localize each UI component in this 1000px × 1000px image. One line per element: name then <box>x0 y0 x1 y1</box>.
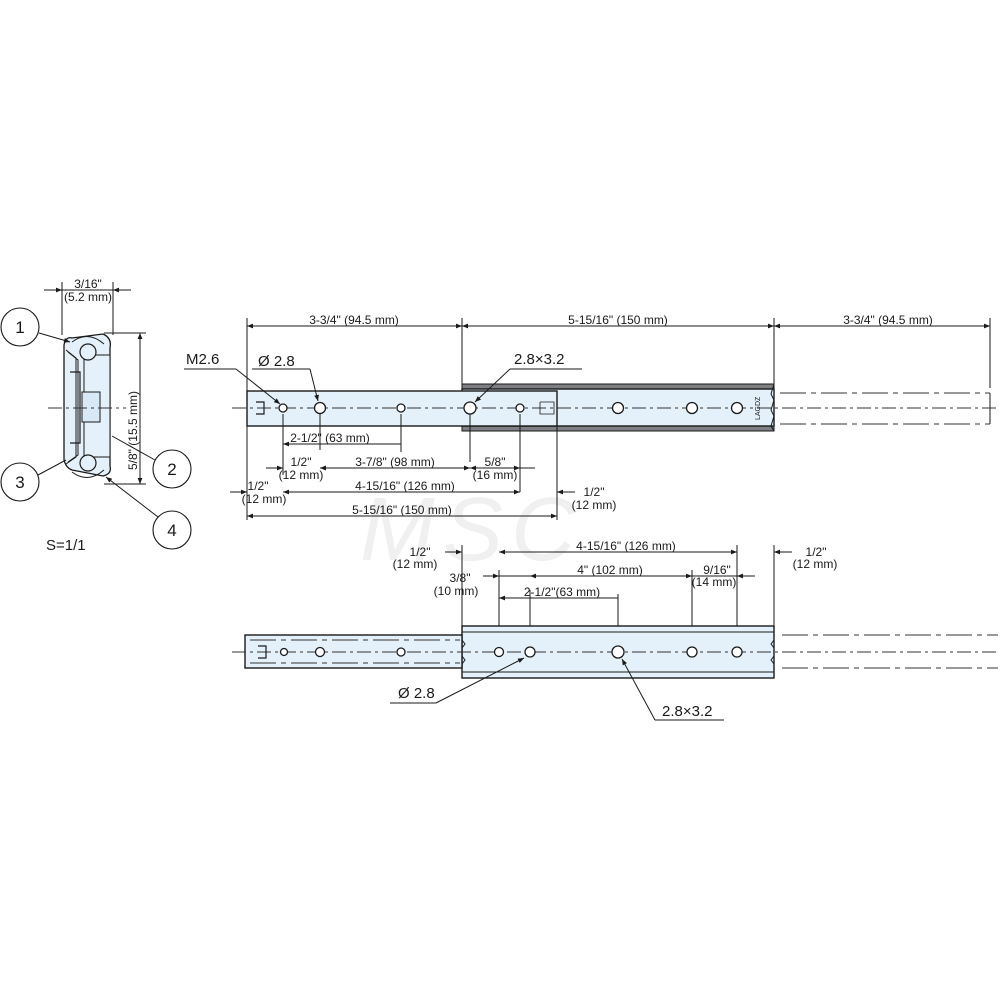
width-dim-mm: (5.2 mm) <box>64 290 112 304</box>
bottom-view: 1/2" (12 mm) 4-15/16" (126 mm) 1/2" (12 … <box>232 539 998 721</box>
svg-text:(12 mm): (12 mm) <box>393 557 438 571</box>
svg-text:1/2": 1/2" <box>291 455 312 469</box>
hole-round <box>313 401 327 415</box>
dim-slide-length: 5-15/16" (150 mm) <box>568 313 668 327</box>
svg-text:(12 mm): (12 mm) <box>793 557 838 571</box>
hole-slot <box>463 401 477 415</box>
svg-text:5/8": 5/8" <box>485 455 506 469</box>
callout-1: 1 <box>0 307 71 347</box>
svg-text:1/2": 1/2" <box>248 479 269 493</box>
callout-3: 3 <box>0 459 67 502</box>
top-view: 3-3/4" (94.5 mm) 5-15/16" (150 mm) 3-3/4… <box>184 313 998 520</box>
svg-text:(12 mm): (12 mm) <box>279 468 324 482</box>
svg-text:3/8": 3/8" <box>450 571 471 585</box>
callout-2: 2 <box>111 435 192 489</box>
svg-text:(16 mm): (16 mm) <box>473 468 518 482</box>
dim-right-extension: 3-3/4" (94.5 mm) <box>843 313 933 327</box>
dim-4-15-16-bottom: 4-15/16" (126 mm) <box>576 539 676 553</box>
label-m2-6: M2.6 <box>186 351 219 368</box>
svg-text:(12 mm): (12 mm) <box>572 498 617 512</box>
svg-text:(14 mm): (14 mm) <box>692 575 737 589</box>
label-round-hole-bottom: Ø 2.8 <box>398 685 435 702</box>
label-slot-hole: 2.8×3.2 <box>514 351 564 368</box>
svg-text:(10 mm): (10 mm) <box>434 584 479 598</box>
svg-text:3: 3 <box>15 473 24 492</box>
rail-marking: LAGDZ <box>755 396 762 420</box>
label-slot-hole-bottom: 2.8×3.2 <box>662 703 712 720</box>
width-dim-inch: 3/16" <box>74 277 102 291</box>
dim-3-7-8: 3-7/8" (98 mm) <box>355 455 435 469</box>
svg-text:1: 1 <box>15 318 24 337</box>
svg-text:1/2": 1/2" <box>410 545 431 559</box>
svg-text:1/2": 1/2" <box>806 545 827 559</box>
dim-left-extension: 3-3/4" (94.5 mm) <box>309 313 399 327</box>
callout-4: 4 <box>105 476 192 550</box>
svg-text:2: 2 <box>167 460 176 479</box>
scale-label: S=1/1 <box>46 537 86 554</box>
dim-2-1-2-bottom: 2-1/2"(63 mm) <box>524 585 600 599</box>
cross-section-view: 3/16" (5.2 mm) 5/8" (15.5 mm) 1 2 <box>0 277 192 554</box>
hole-m2-6 <box>278 403 288 413</box>
label-round-hole: Ø 2.8 <box>258 353 295 370</box>
dim-2-1-2: 2-1/2" (63 mm) <box>290 431 370 445</box>
dim-4-102: 4" (102 mm) <box>577 563 643 577</box>
dim-5-15-16: 5-15/16" (150 mm) <box>352 503 452 517</box>
svg-text:(12 mm): (12 mm) <box>242 492 287 506</box>
svg-text:1/2": 1/2" <box>584 485 605 499</box>
dim-4-15-16: 4-15/16" (126 mm) <box>355 479 455 493</box>
svg-text:9/16": 9/16" <box>703 563 731 577</box>
svg-text:4: 4 <box>167 521 176 540</box>
watermark: MSC <box>360 480 584 580</box>
height-dim: 5/8" (15.5 mm) <box>126 391 140 470</box>
